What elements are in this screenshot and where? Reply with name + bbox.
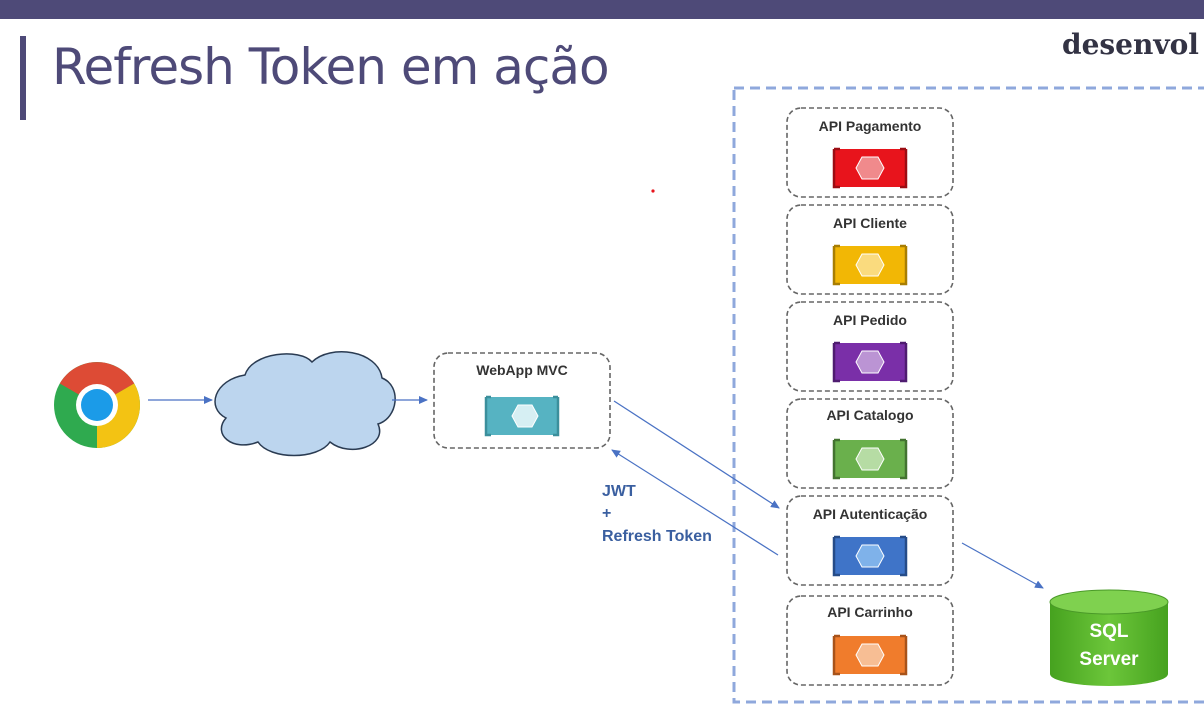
svg-text:SQL: SQL [1089,621,1128,642]
svg-text:API Pedido: API Pedido [833,312,907,328]
api-carrinho-icon [832,634,908,676]
api-cliente-icon [832,244,908,286]
pointer-dot [651,189,655,193]
webapp-label: WebApp MVC [476,362,568,378]
svg-text:+: + [602,505,611,522]
svg-text:API Catalogo: API Catalogo [826,407,913,423]
api-carrinho-node: API Carrinho [786,595,954,686]
sql-server-database-icon: SQL Server [1049,589,1169,686]
svg-text:API Cliente: API Cliente [833,215,907,231]
arrow-webapp-to-auth [613,400,780,509]
webapp-service-icon [484,395,560,437]
token-label: JWT + Refresh Token [602,483,712,545]
title-accent-bar [20,36,26,120]
top-bar [0,0,1204,19]
api-pedido-icon [832,341,908,383]
api-cliente-node: API Cliente [786,204,954,295]
cloud-icon [214,351,396,457]
arrow-auth-to-webapp [611,449,779,556]
api-catalogo-node: API Catalogo [786,398,954,489]
slide-title: Refresh Token em ação [52,38,610,96]
svg-text:Server: Server [1079,649,1139,670]
svg-text:API Carrinho: API Carrinho [827,604,913,620]
services-container [732,86,1204,704]
svg-text:JWT: JWT [602,483,636,500]
svg-text:Refresh Token: Refresh Token [602,528,712,545]
api-catalogo-icon [832,438,908,480]
brand-logo-text: desenvol [1062,28,1199,61]
api-pagamento-node: API Pagamento [786,107,954,198]
svg-text:API Pagamento: API Pagamento [819,118,922,134]
api-pedido-node: API Pedido [786,301,954,392]
webapp-mvc-node: WebApp MVC [433,352,611,449]
svg-text:API Autenticação: API Autenticação [813,506,928,522]
chrome-browser-icon [54,362,140,448]
api-autenticacao-icon [832,535,908,577]
api-pagamento-icon [832,147,908,189]
api-autenticacao-node: API Autenticação [786,495,954,586]
arrow-auth-to-db [961,542,1044,589]
